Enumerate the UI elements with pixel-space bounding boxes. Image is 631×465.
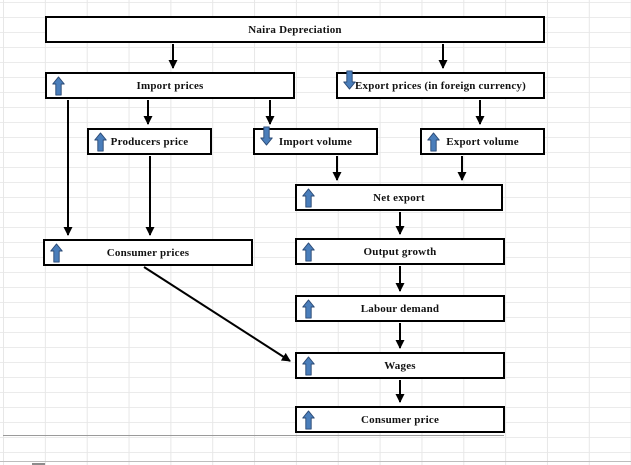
box-labour-demand[interactable]: Labour demand bbox=[295, 295, 505, 322]
box-import-volume[interactable]: Import volume bbox=[253, 126, 378, 155]
trend-up-icon bbox=[302, 409, 315, 430]
trend-up-icon bbox=[427, 131, 440, 152]
box-label: Export prices (in foreign currency) bbox=[355, 79, 526, 92]
box-import-prices[interactable]: Import prices bbox=[45, 72, 295, 99]
corner-border-dash bbox=[32, 463, 45, 465]
box-label: Labour demand bbox=[360, 302, 440, 315]
box-label: Wages bbox=[384, 359, 416, 372]
box-producers-price[interactable]: Producers price bbox=[87, 128, 212, 155]
box-output-growth[interactable]: Output growth bbox=[295, 238, 505, 265]
box-label: Output growth bbox=[363, 245, 437, 258]
box-label: Consumer prices bbox=[106, 246, 190, 259]
box-consumer-price[interactable]: Consumer price bbox=[295, 406, 505, 433]
box-naira-depreciation[interactable]: Naira Depreciation bbox=[45, 16, 545, 43]
box-label: Naira Depreciation bbox=[248, 23, 342, 36]
box-label: Producers price bbox=[110, 135, 189, 148]
box-label: Export volume bbox=[446, 135, 519, 148]
trend-up-icon bbox=[52, 75, 65, 96]
box-label: Net export bbox=[373, 191, 425, 204]
box-export-volume[interactable]: Export volume bbox=[420, 128, 545, 155]
box-export-prices[interactable]: Export prices (in foreign currency) bbox=[336, 70, 545, 99]
box-label: Import prices bbox=[136, 79, 204, 92]
trend-up-icon bbox=[50, 242, 63, 263]
connector-consumer-prices-to-wages[interactable] bbox=[143, 266, 291, 362]
sheet-bottom-border-line bbox=[0, 461, 631, 462]
box-label: Consumer price bbox=[360, 413, 440, 426]
trend-down-icon bbox=[260, 126, 273, 146]
trend-up-icon bbox=[302, 187, 315, 208]
trend-up-icon bbox=[302, 298, 315, 319]
trend-up-icon bbox=[302, 241, 315, 262]
box-consumer-prices[interactable]: Consumer prices bbox=[43, 239, 253, 266]
box-net-export[interactable]: Net export bbox=[295, 184, 503, 211]
table-cell-border-line bbox=[3, 435, 504, 436]
trend-up-icon bbox=[302, 355, 315, 376]
trend-up-icon bbox=[94, 131, 107, 152]
box-wages[interactable]: Wages bbox=[295, 352, 505, 379]
trend-down-icon bbox=[343, 70, 356, 90]
box-label: Import volume bbox=[278, 135, 353, 148]
